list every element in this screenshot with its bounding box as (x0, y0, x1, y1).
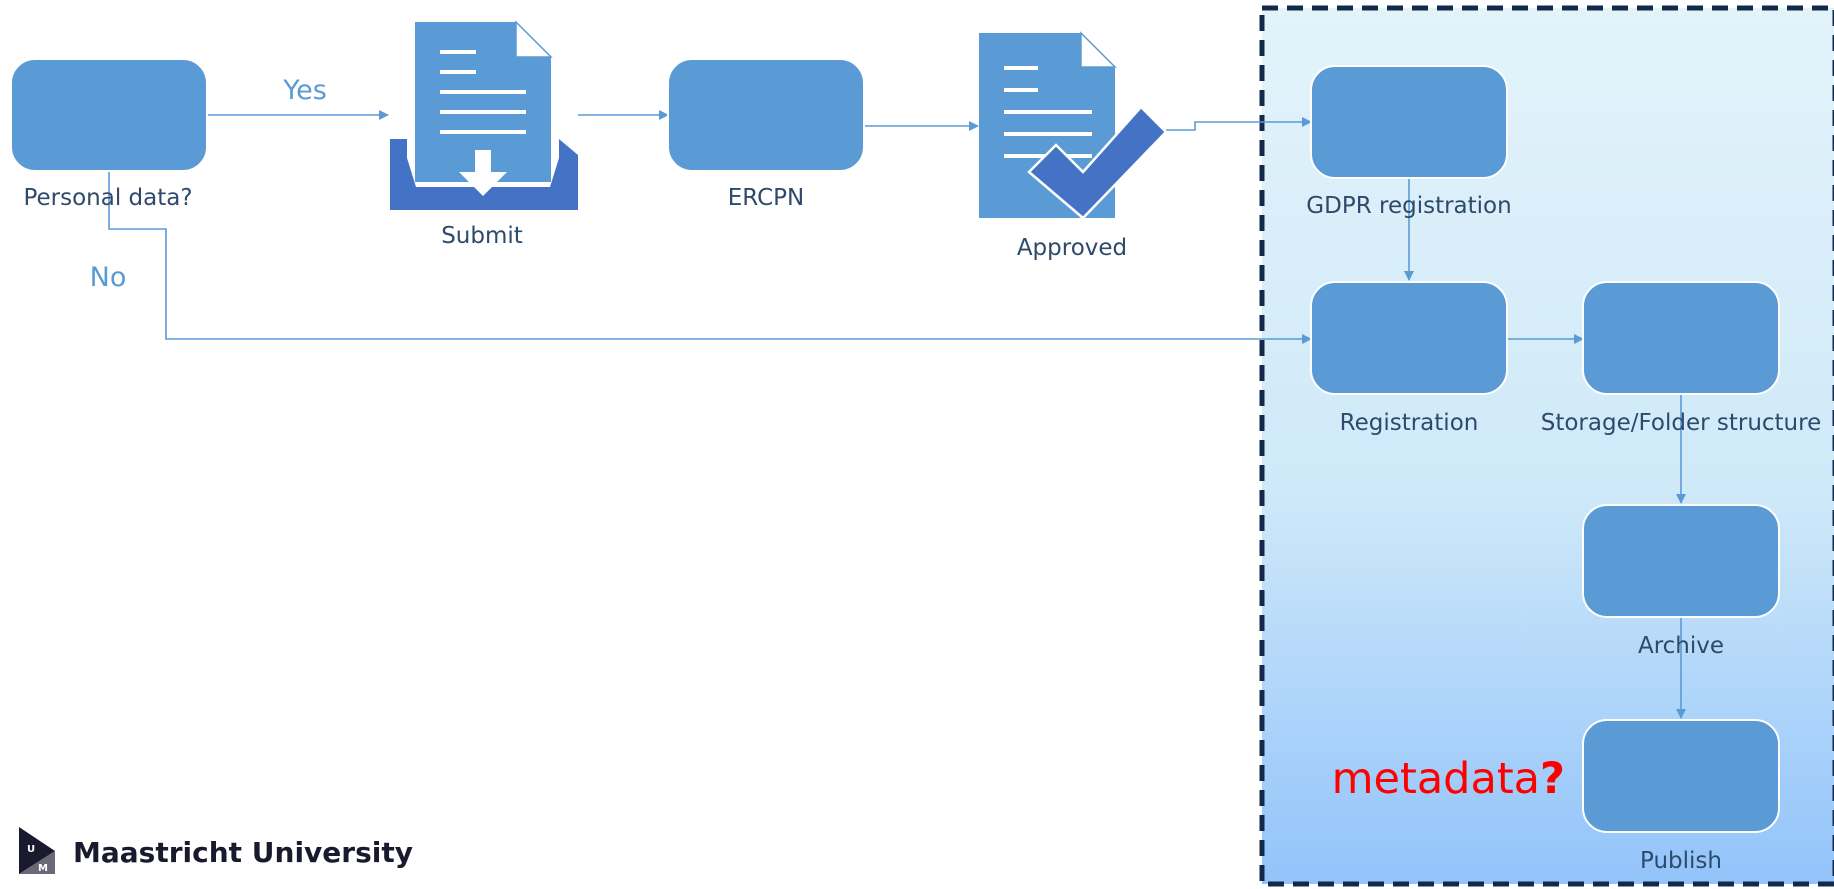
svg-text:U: U (27, 844, 35, 855)
node-ercpn[interactable] (667, 58, 865, 172)
metadata-question-mark: ? (1540, 754, 1565, 804)
node-archive[interactable] (1582, 504, 1780, 618)
node-storage[interactable] (1582, 281, 1780, 395)
um-logo-icon: U M (19, 827, 55, 874)
label-storage: Storage/Folder structure (1541, 410, 1822, 436)
university-name: Maastricht University (73, 836, 413, 869)
metadata-text: metadata (1332, 754, 1540, 804)
label-archive: Archive (1638, 633, 1724, 659)
label-publish: Publish (1640, 848, 1722, 874)
maastricht-university-logo: U M Maastricht University (19, 827, 413, 874)
connector-approved-to-gdpr (1166, 117, 1312, 131)
connectors (108, 110, 1686, 719)
label-submit: Submit (441, 223, 523, 249)
metadata-annotation: metadata? (1332, 754, 1565, 804)
label-personal-data: Personal data? (23, 185, 192, 211)
node-gdpr-registration[interactable] (1310, 65, 1508, 179)
label-approved: Approved (1017, 235, 1127, 261)
label-gdpr-registration: GDPR registration (1306, 193, 1511, 219)
connector-no-to-registration (108, 170, 1312, 344)
node-registration[interactable] (1310, 281, 1508, 395)
submit-inbox-icon[interactable] (390, 20, 578, 210)
approved-document-icon[interactable] (979, 31, 1168, 220)
label-registration: Registration (1340, 410, 1479, 436)
branch-label-no: No (90, 262, 127, 293)
branch-label-yes: Yes (282, 75, 327, 106)
node-publish[interactable] (1582, 719, 1780, 833)
label-ercpn: ERCPN (728, 185, 805, 211)
node-personal-data[interactable] (10, 58, 208, 172)
svg-text:M: M (38, 863, 48, 874)
